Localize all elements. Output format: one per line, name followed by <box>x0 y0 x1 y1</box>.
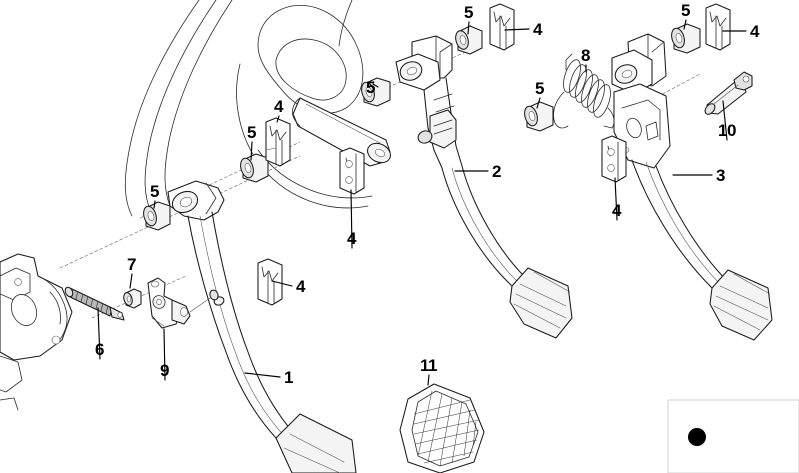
callout-4-retaining-clip: 4 <box>612 201 621 220</box>
leader-10-pivot-pin <box>722 100 728 141</box>
callout-4-retaining-clip: 4 <box>533 20 542 39</box>
leader-5-bushing <box>372 83 379 88</box>
callout-8-return-spring: 8 <box>581 46 590 65</box>
retaining-clip <box>257 258 283 306</box>
callout-5-bushing: 5 <box>247 123 256 142</box>
legend-dot-marker <box>688 428 706 446</box>
leader-5-bushing <box>153 200 156 209</box>
callout-4-retaining-clip: 4 <box>274 97 283 116</box>
callout-3-clutch-pedal: 3 <box>716 166 725 185</box>
leader-4-retaining-clip <box>276 115 280 123</box>
callout-5-bushing: 5 <box>464 3 473 22</box>
leader-4-retaining-clip <box>271 280 293 287</box>
bushing <box>361 77 391 107</box>
leader-4-retaining-clip <box>504 28 530 31</box>
pedal-box-bracket <box>0 253 73 411</box>
waffle-texture <box>413 390 480 467</box>
bushing <box>143 201 171 231</box>
retaining-clip <box>705 3 731 51</box>
part-3-clutch-pedal <box>611 33 773 341</box>
callout-leader-lines <box>97 19 747 386</box>
leader-5-bushing <box>536 97 541 109</box>
leader-5-bushing <box>250 141 253 161</box>
leader-1-accelerator-pedal <box>244 372 281 378</box>
bushing <box>240 153 269 183</box>
retaining-clip <box>489 3 515 51</box>
part-1-accelerator-pedal <box>167 180 357 473</box>
callout-6-tension-spring: 6 <box>95 340 104 359</box>
part-9-clevis-linkage <box>147 277 219 329</box>
leader-4-retaining-clip <box>614 177 618 221</box>
legend-box <box>667 399 799 473</box>
retaining-clip <box>339 147 365 195</box>
leader-4-retaining-clip <box>350 189 353 249</box>
callout-2-brake-pedal: 2 <box>492 162 501 181</box>
bushing <box>524 101 554 132</box>
leader-5-bushing <box>683 19 687 30</box>
retaining-clip <box>265 117 291 167</box>
part-10-pivot-pin <box>704 71 753 115</box>
callout-1-accelerator-pedal: 1 <box>284 368 293 387</box>
callout-5-bushing: 5 <box>366 78 375 97</box>
part-8-return-spring <box>553 53 615 129</box>
callout-9-clevis-linkage: 9 <box>160 361 169 380</box>
part-6-tension-spring <box>64 286 125 321</box>
callout-4-retaining-clip: 4 <box>347 229 356 248</box>
callout-5-bushing: 5 <box>681 1 690 20</box>
callout-11-pedal-rubber-pad: 11 <box>420 356 437 375</box>
leader-7-bushing <box>129 273 133 289</box>
leader-11-pedal-rubber-pad <box>427 374 430 386</box>
leader-5-bushing <box>467 21 470 35</box>
callout-5-bushing: 5 <box>150 182 159 201</box>
part-4-clip-group <box>257 3 731 306</box>
callout-5-bushing: 5 <box>535 79 544 98</box>
part-7-bushing <box>123 288 142 309</box>
retaining-clip <box>601 135 627 183</box>
part-5-bushing-group <box>143 23 701 231</box>
callout-7-bushing: 7 <box>127 255 136 274</box>
callout-4-retaining-clip: 4 <box>750 22 759 41</box>
bushing <box>455 25 483 55</box>
part-11-rubber-pad <box>399 383 485 473</box>
callout-10-pivot-pin: 10 <box>718 121 736 140</box>
leader-6-tension-spring <box>97 307 101 360</box>
part-2-brake-pedal <box>395 35 573 339</box>
brake-booster-outline <box>124 0 353 217</box>
leader-9-clevis-linkage <box>163 328 166 381</box>
pivot-cross-shaft <box>292 97 391 167</box>
bushing <box>671 23 701 54</box>
callout-4-retaining-clip: 4 <box>296 277 305 296</box>
